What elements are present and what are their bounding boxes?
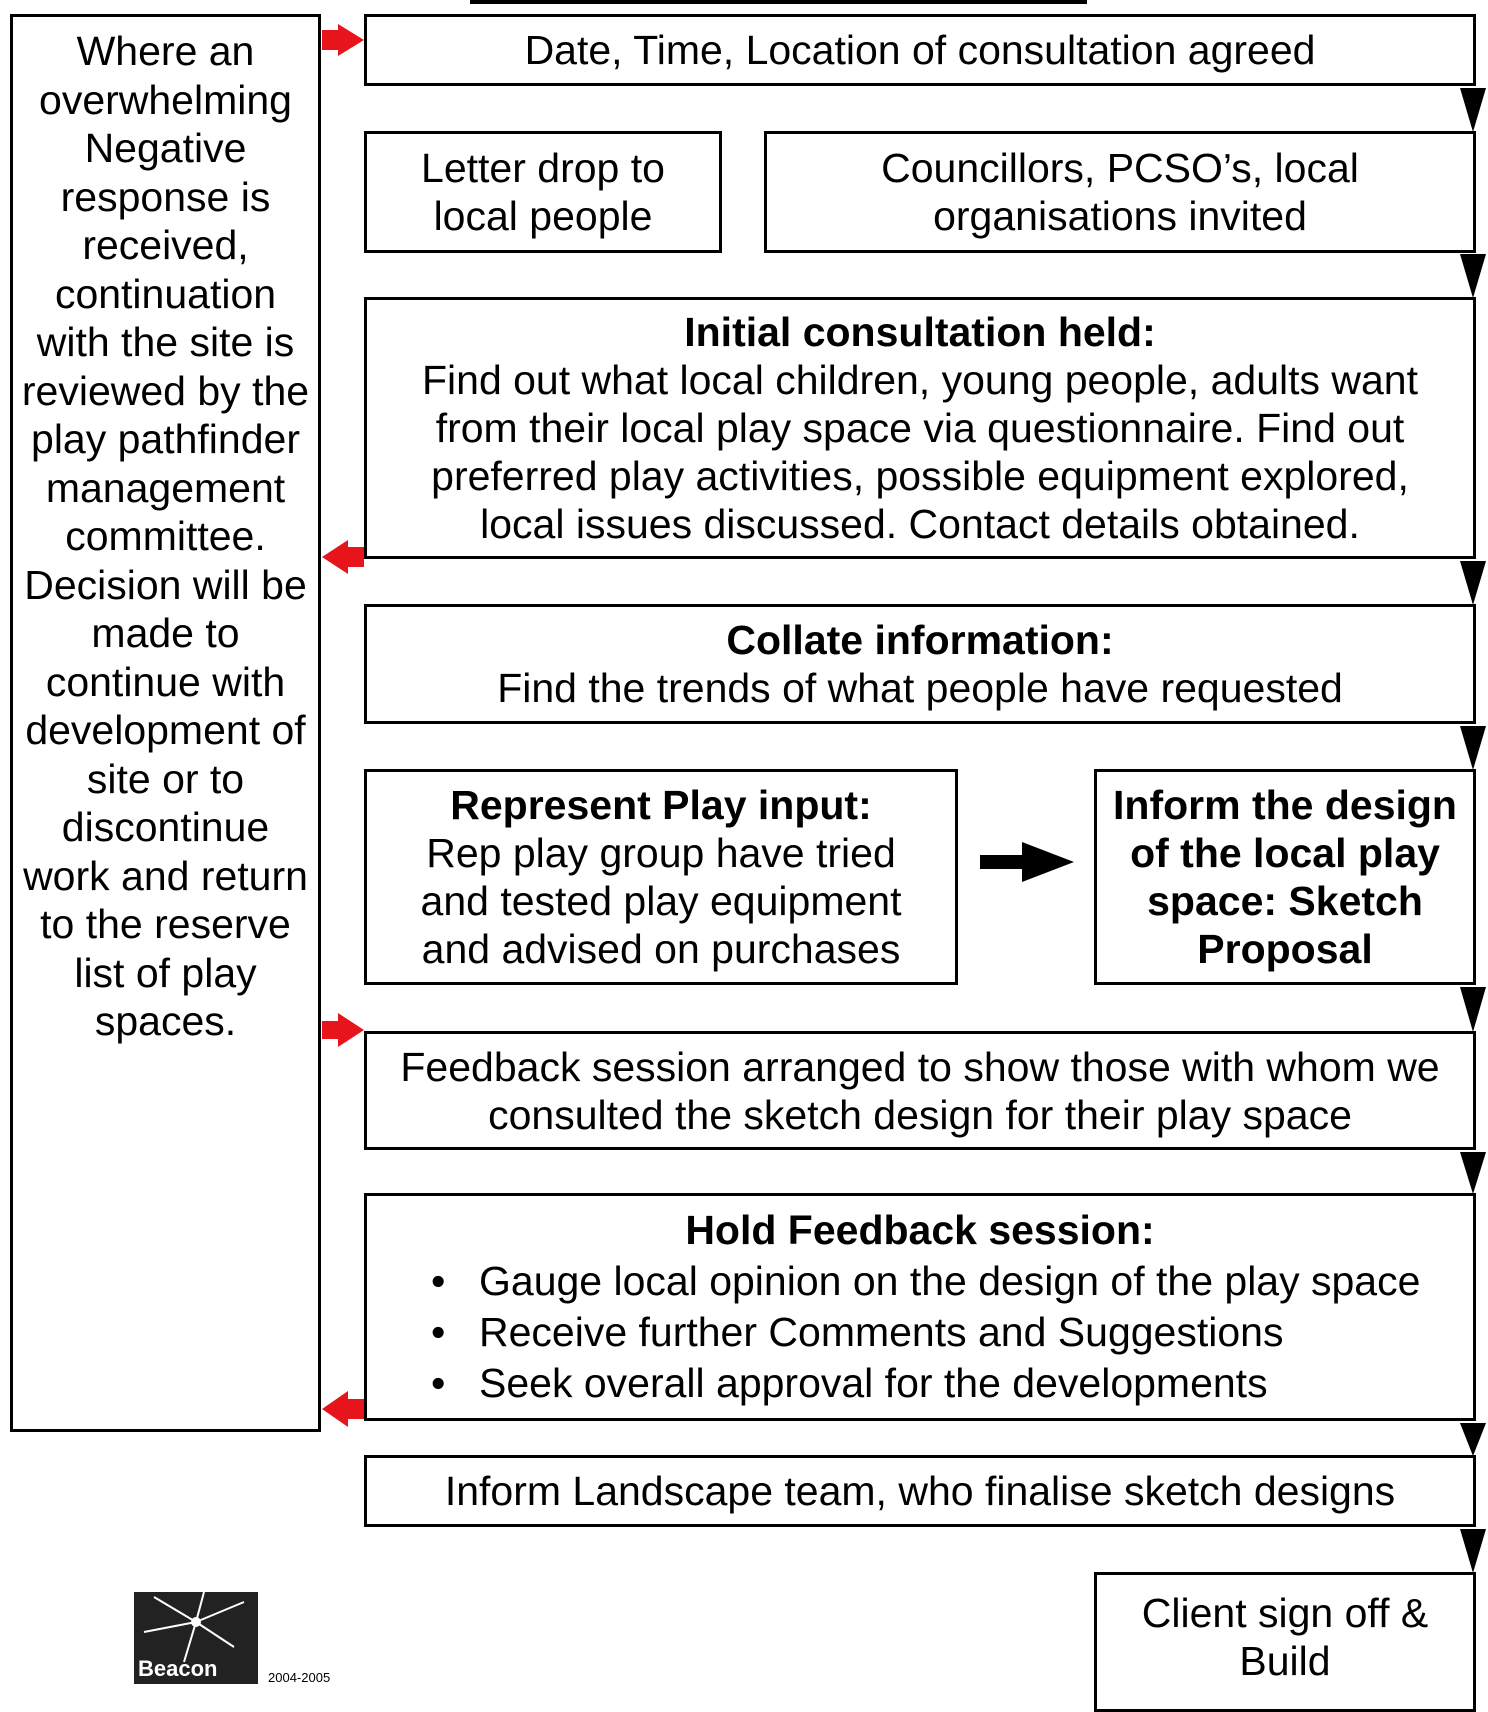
flow-arrow-down [1460, 1423, 1486, 1456]
beacon-logo: Beacon [134, 1592, 258, 1684]
flow-arrow-down [1460, 1152, 1486, 1194]
step-letter-drop: Letter drop to local people [364, 131, 722, 253]
flow-arrow-right-shaft [980, 855, 1025, 869]
hold-feedback-list: Gauge local opinion on the design of the… [367, 1256, 1473, 1409]
feedback-arrow-right [322, 24, 364, 56]
feedback-arranged-text: Feedback session arranged to show those … [400, 1043, 1440, 1138]
initial-consultation-body: Find out what local children, young peop… [421, 357, 1418, 547]
starburst-icon [143, 1592, 245, 1663]
flow-arrow-down [1460, 254, 1486, 298]
top-divider-bar [470, 0, 1087, 4]
collate-heading: Collate information: [726, 617, 1114, 663]
flow-arrow-down [1460, 88, 1486, 132]
represent-play-heading: Represent Play input: [450, 782, 872, 828]
flow-arrow-right-head [1022, 842, 1074, 882]
flow-arrow-down [1460, 726, 1486, 770]
hold-feedback-item: Seek overall approval for the developmen… [367, 1358, 1473, 1409]
step-invited: Councillors, PCSO’s, local organisations… [764, 131, 1476, 253]
flow-arrow-down [1460, 1529, 1486, 1573]
hold-feedback-item: Gauge local opinion on the design of the… [367, 1256, 1473, 1307]
step-inform-design: Inform the design of the local play spac… [1094, 769, 1476, 985]
inform-design-heading: Inform the design of the local play spac… [1113, 782, 1457, 972]
review-note-text: Where an overwhelming Negative response … [21, 28, 310, 1044]
initial-consultation-heading: Initial consultation held: [684, 309, 1156, 355]
hold-feedback-item: Receive further Comments and Suggestions [367, 1307, 1473, 1358]
step-represent-play: Represent Play input: Rep play group hav… [364, 769, 958, 985]
step-inform-landscape: Inform Landscape team, who finalise sket… [364, 1455, 1476, 1527]
flow-arrow-down [1460, 987, 1486, 1032]
step-date-agreed: Date, Time, Location of consultation agr… [364, 14, 1476, 86]
footer-year: 2004-2005 [268, 1670, 331, 1685]
step-letter-drop-text: Letter drop to local people [421, 145, 665, 239]
represent-play-body: Rep play group have tried and tested pla… [420, 830, 902, 972]
inform-landscape-text: Inform Landscape team, who finalise sket… [444, 1468, 1396, 1514]
hold-feedback-heading: Hold Feedback session: [685, 1206, 1155, 1253]
feedback-arrow-left [322, 540, 364, 574]
flow-arrow-down [1460, 561, 1486, 605]
step-feedback-arranged: Feedback session arranged to show those … [364, 1031, 1476, 1150]
review-note-box: Where an overwhelming Negative response … [10, 14, 321, 1432]
feedback-arrow-left [322, 1391, 364, 1427]
step-collate-information: Collate information: Find the trends of … [364, 604, 1476, 724]
client-signoff-text: Client sign off & Build [1141, 1590, 1429, 1684]
step-invited-text: Councillors, PCSO’s, local organisations… [881, 145, 1359, 239]
step-date-agreed-text: Date, Time, Location of consultation agr… [524, 27, 1316, 73]
feedback-arrow-right [322, 1013, 364, 1047]
logo-text: Beacon [138, 1656, 218, 1681]
collate-body: Find the trends of what people have requ… [497, 665, 1343, 711]
step-hold-feedback: Hold Feedback session: Gauge local opini… [364, 1193, 1476, 1421]
step-initial-consultation: Initial consultation held: Find out what… [364, 297, 1476, 559]
